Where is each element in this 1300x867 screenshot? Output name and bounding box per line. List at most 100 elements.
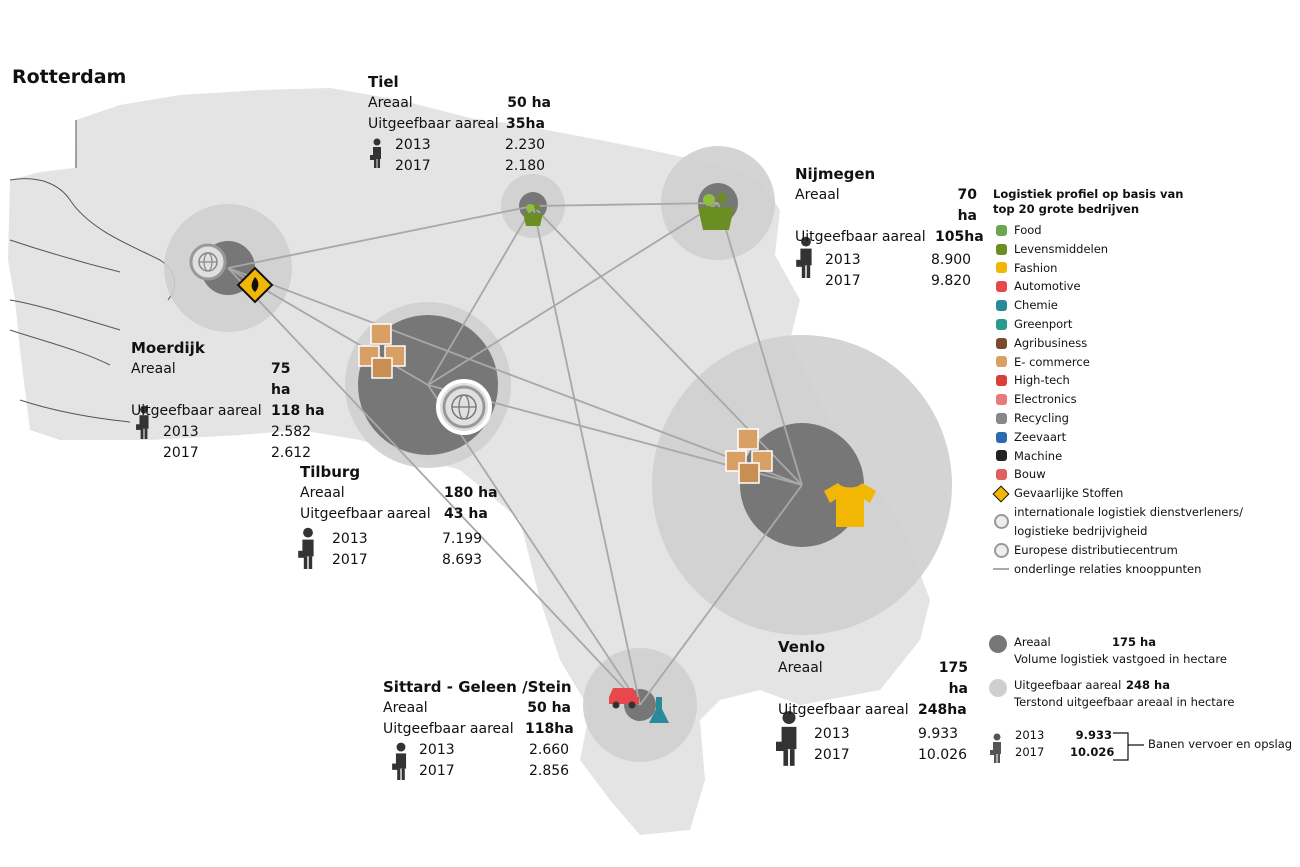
link-rotterdam-sittard (227, 267, 641, 706)
legend-item: Electronics (993, 390, 1274, 409)
jobs-value: 10.026 (918, 747, 967, 763)
legend-item: Chemie (993, 296, 1274, 315)
eu-globe-icon (993, 542, 1009, 558)
legend-item-label: Levensmiddelen (1014, 241, 1109, 256)
legend-item-label: Food (1014, 223, 1042, 237)
parcels-icon (725, 428, 773, 484)
legend-item: Automotive (993, 277, 1274, 296)
key-areaal-circle (989, 635, 1007, 653)
legend-item-label: E- commerce (1014, 354, 1090, 369)
year: 2017 (332, 552, 368, 568)
legend-item: Europese distributiecentrum (993, 541, 1274, 560)
legend-item-label: Europese distributiecentrum (1014, 542, 1178, 557)
areaal-value: 175 ha (938, 660, 968, 697)
coast-line (9, 120, 176, 423)
food-icon (993, 222, 1009, 238)
grocery-basket-icon (698, 193, 734, 230)
legend-item-label: Chemie (1014, 298, 1058, 313)
worker-icon (370, 138, 381, 168)
jobs-value: 2.660 (529, 742, 570, 758)
key-jobs-value: 10.026 (1070, 745, 1115, 759)
legend-item-label: Electronics (1014, 392, 1077, 407)
legend-item: Machine (993, 447, 1274, 466)
globe-icon (993, 514, 1009, 530)
areaal-label: Areaal (368, 95, 413, 111)
jobs-value: 2.612 (271, 445, 312, 461)
uitgeef-value: 43 ha (444, 506, 488, 522)
monitor-icon (993, 392, 1009, 408)
flask-icon (649, 697, 669, 723)
year: 2017 (419, 763, 455, 779)
areaal-label: Areaal (131, 361, 176, 377)
grocery-basket-icon (523, 204, 543, 226)
key-jobs-desc: Banen vervoer en opslag (1148, 737, 1293, 751)
key-jobs-value: 9.933 (1075, 728, 1112, 742)
car-icon (609, 688, 639, 709)
areaal-value: 50 ha (507, 95, 551, 111)
link-nijmegen-venlo (717, 202, 803, 486)
jobs-value: 7.199 (442, 531, 483, 547)
link-nijmegen-tilburg (427, 202, 719, 386)
region-name-rotterdam: Rotterdam (12, 66, 127, 88)
legend-item: Bouw (993, 465, 1274, 484)
legend-item-label: Greenport (1014, 316, 1073, 331)
legend-item-label: internationale logistiek dienstverleners… (1014, 504, 1243, 538)
ship-icon (993, 429, 1009, 445)
year: 2017 (163, 445, 199, 461)
uitgeef-value: 35ha (506, 116, 545, 132)
uitgeef-label: Uitgeefbaar aareal (300, 506, 431, 522)
bricks-icon (993, 467, 1009, 483)
link-tilburg-sittard (427, 384, 641, 706)
jobs-value: 9.933 (918, 726, 959, 742)
region-name: Moerdijk (131, 339, 205, 357)
uitgeef-label: Uitgeefbaar aareal (368, 116, 499, 132)
jobs-value: 8.693 (442, 552, 483, 568)
areaal-value: 75 ha (271, 361, 291, 398)
areaal-label: Areaal (300, 485, 345, 501)
legend-item: Gevaarlijke Stoffen (992, 484, 1274, 503)
gears-icon (993, 448, 1009, 464)
legend-item: Agribusiness (993, 334, 1274, 353)
key-year: 2017 (1015, 745, 1045, 759)
legend-item: Levensmiddelen (993, 240, 1274, 259)
year: 2013 (163, 424, 199, 440)
car-icon (993, 279, 1009, 295)
line-icon (993, 561, 1009, 577)
legend-item-label: Fashion (1014, 260, 1058, 275)
legend-item-label: Recycling (1014, 410, 1069, 425)
legend-item-label: Machine (1014, 448, 1063, 463)
key-uitgeef-circle (989, 679, 1007, 697)
areaal-label: Areaal (383, 700, 428, 716)
legend-item: Zeevaart (993, 428, 1274, 447)
worker-icon (776, 711, 797, 766)
flask-icon (993, 298, 1009, 314)
year: 2013 (814, 726, 850, 742)
legend-item-label: Zeevaart (1014, 429, 1067, 444)
year: 2017 (825, 273, 861, 289)
eu-globe-icon (436, 379, 492, 435)
link-rotterdam-tiel (227, 205, 534, 269)
link-venlo-sittard (639, 484, 803, 706)
parcels-icon (358, 323, 406, 379)
region-name: Sittard - Geleen /Stein (383, 678, 572, 696)
recycle-icon (993, 410, 1009, 426)
legend-item-label: Agribusiness (1014, 335, 1088, 350)
year: 2013 (825, 252, 861, 268)
globe-icon (189, 243, 227, 281)
region-name: Tiel (368, 73, 399, 91)
year: 2017 (814, 747, 850, 763)
key-areaal-label: Areaal (1014, 635, 1051, 649)
link-tiel-tilburg (427, 205, 534, 386)
parcels-icon (993, 354, 1009, 370)
legend-item: High-tech (993, 371, 1274, 390)
legend-item: Fashion (993, 259, 1274, 278)
year: 2013 (419, 742, 455, 758)
jobs-value: 2.180 (505, 158, 546, 174)
legend-title: Logistiek profiel op basis van top 20 gr… (993, 187, 1184, 216)
